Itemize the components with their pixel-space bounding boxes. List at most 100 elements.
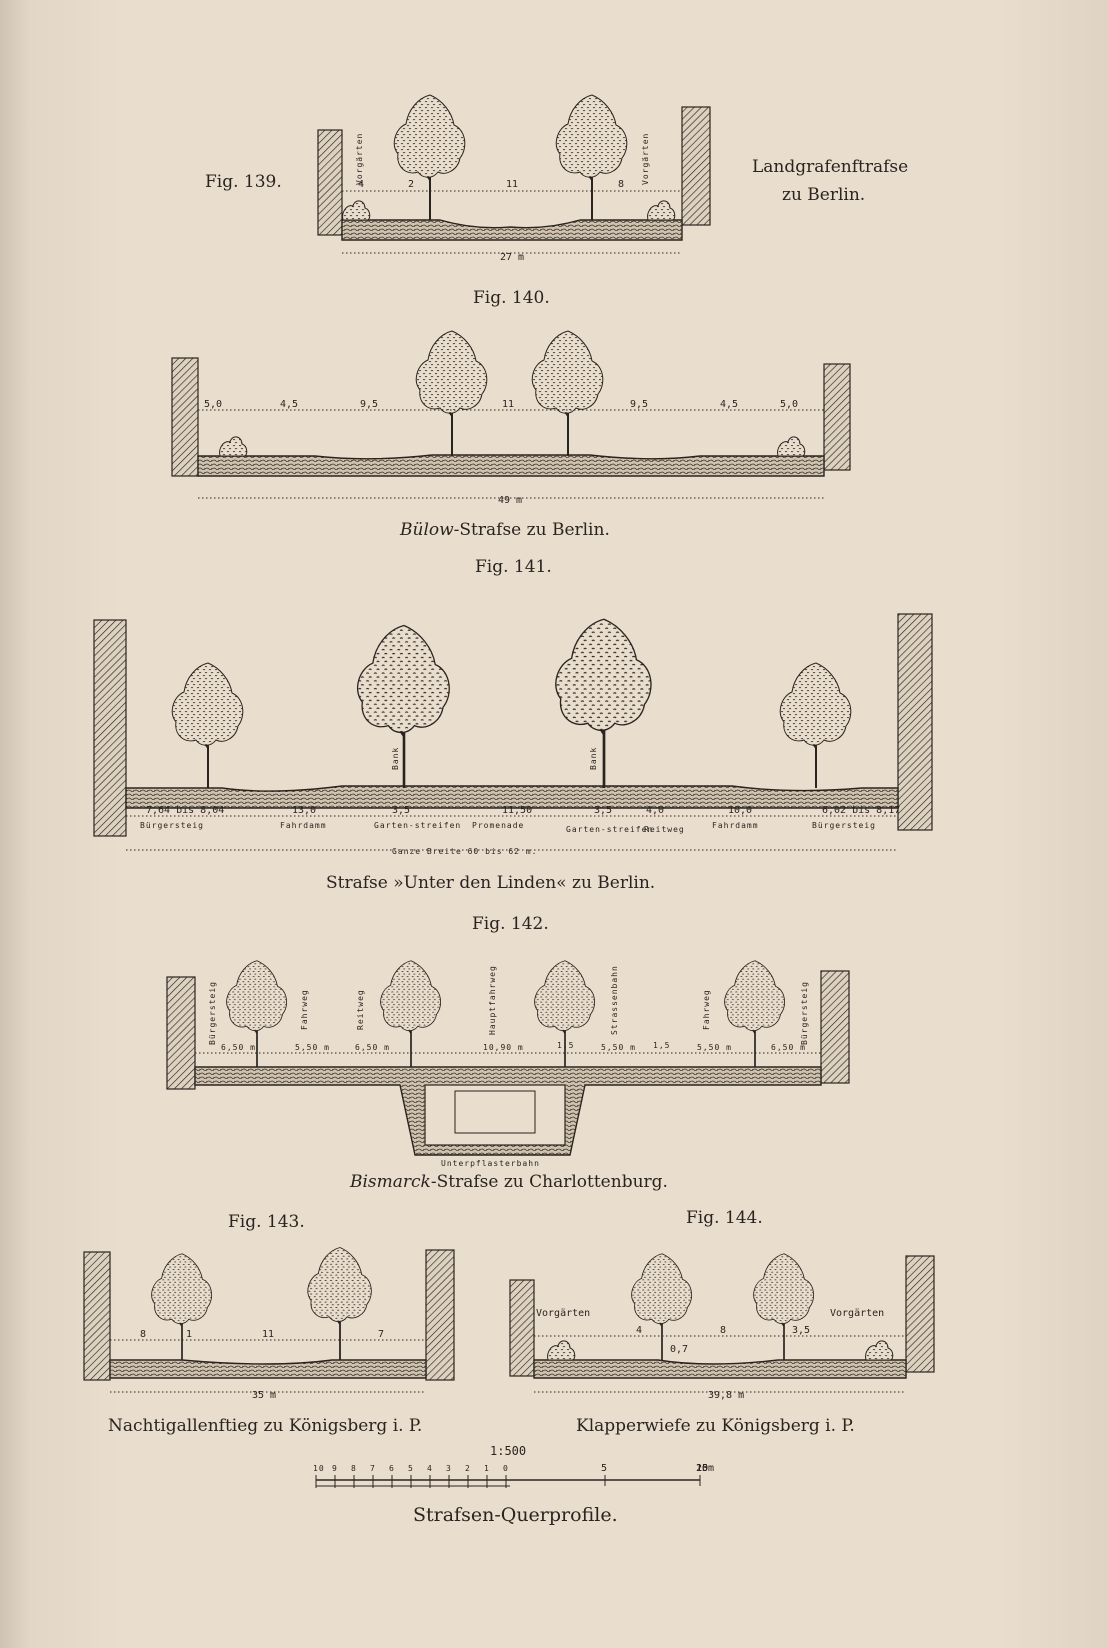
fig139-dim-4: 8: [618, 179, 624, 190]
fig139-shrub-right: [647, 200, 676, 221]
fig141-bench-left: Bank: [391, 747, 400, 770]
scale-label-left: 2: [465, 1464, 471, 1473]
fig142-dim-3: 6,50 m: [355, 1043, 390, 1052]
fig142-zone-1: Bürgersteig: [208, 981, 217, 1045]
page-title: Strafsen-Querprofile.: [413, 1504, 618, 1526]
fig141-zone-8: Bürgersteig: [812, 821, 876, 830]
fig141-wall-right: [897, 613, 933, 831]
fig144-dim-4: 0,7: [670, 1344, 688, 1355]
scale-label-right: 20m: [696, 1463, 714, 1474]
fig144-dim-2: 8: [720, 1325, 726, 1336]
fig141-dim-6: 4,0: [646, 805, 664, 816]
fig139-diagram: Vorgärten Vorgärten 4 2 11 8 27 m: [317, 94, 711, 263]
fig144-caption: Klapperwiefe zu Königsberg i. P.: [576, 1416, 855, 1436]
fig140-dim-7: 5,0: [780, 399, 798, 410]
fig139-tree-left: [393, 94, 466, 221]
fig140-tree-2: [531, 330, 604, 457]
fig142-zone-7: Bürgersteig: [800, 981, 809, 1045]
fig142-dim-5: 1,5: [557, 1041, 574, 1050]
fig142-number: Fig. 142.: [472, 914, 549, 934]
fig142-caption: Bismarck-Strafse zu Charlottenburg.: [350, 1172, 668, 1192]
fig140-diagram: 5,0 4,5 9,5 11 9,5 4,5 5,0 49 m: [171, 330, 851, 506]
scale-label-left: 5: [408, 1464, 414, 1473]
fig140-total: 49 m: [498, 495, 522, 506]
fig142-dim-1: 6,50 m: [221, 1043, 256, 1052]
fig141-dim-7: 10,0: [728, 805, 752, 816]
fig140-wall-right: [823, 363, 851, 471]
scale-label-left: 7: [370, 1464, 376, 1473]
fig143-tree-1: [150, 1252, 213, 1361]
fig142-caption-rest: -Strafse zu Charlottenburg.: [430, 1172, 668, 1192]
fig141-zone-5: Garten-streifen: [566, 825, 653, 834]
fig144-total: 39,8 m: [708, 1390, 744, 1401]
fig141-tree-4: [779, 662, 852, 789]
fig142-tree-3: [533, 959, 596, 1068]
fig142-zone-3: Reitweg: [356, 989, 365, 1030]
fig141-dim-4: 11,50: [502, 805, 532, 816]
scale-label-left: 9: [332, 1464, 338, 1473]
fig139-title-line2: zu Berlin.: [782, 185, 866, 205]
fig140-dim-1: 5,0: [204, 399, 222, 410]
fig144-wall-right: [905, 1255, 935, 1373]
fig139-label-left: Vorgärten: [355, 133, 364, 185]
fig141-zone-4: Promenade: [472, 821, 524, 830]
fig139-title-line1: Landgrafenftrafse: [752, 157, 909, 177]
fig141-dim-8: 6,02 bis 8,17: [822, 805, 900, 816]
fig142-dim-7: 1,5: [653, 1041, 670, 1050]
fig144-diagram: Vorgärten Vorgärten 4 8 3,5 0,7 39,8 m: [509, 1252, 935, 1401]
fig139-wall-left: [317, 129, 343, 236]
scale-label-left: 6: [389, 1464, 395, 1473]
fig143-ground: [109, 1359, 427, 1379]
fig141-caption: Strafse »Unter den Linden« zu Berlin.: [326, 873, 656, 893]
fig140-dim-2: 4,5: [280, 399, 298, 410]
fig142-wall-right: [820, 970, 850, 1084]
fig143-dim-2: 1: [186, 1329, 192, 1340]
fig144-shrub-left: [547, 1340, 576, 1361]
fig140-caption-rest: -Strafse zu Berlin.: [453, 520, 610, 540]
scale-label-left: 3: [446, 1464, 452, 1473]
fig139-dim-3: 11: [506, 179, 518, 190]
fig141-wall-left: [93, 619, 127, 837]
fig141-tree-1: [171, 662, 244, 789]
fig140-shrub-right: [777, 436, 806, 457]
fig139-total: 27 m: [500, 252, 524, 263]
fig141-zone-2: Fahrdamm: [280, 821, 327, 830]
fig142-tunnel-label: Unterpflasterbahn: [441, 1159, 540, 1168]
scale-label-left: 8: [351, 1464, 357, 1473]
fig141-dim-3: 3,5: [392, 805, 410, 816]
fig143-tree-2: [306, 1246, 373, 1361]
scale-label-right: 10: [696, 1463, 708, 1474]
fig142-dim-6: 5,50 m: [601, 1043, 636, 1052]
fig140-dim-3: 9,5: [360, 399, 378, 410]
fig143-number: Fig. 143.: [228, 1212, 305, 1232]
fig140-shrub-left: [219, 436, 248, 457]
fig142-tunnel: [424, 1084, 566, 1146]
fig139-tree-right: [555, 94, 628, 221]
fig141-ground: [125, 785, 899, 809]
fig144-number: Fig. 144.: [686, 1208, 763, 1228]
fig142-zone-2: Fahrweg: [300, 989, 309, 1030]
fig140-tree-1: [415, 330, 488, 457]
scale-label-left: 0: [503, 1464, 509, 1473]
fig141-bench-right: Bank: [589, 747, 598, 770]
fig143-caption: Nachtigallenftieg zu Königsberg i. P.: [108, 1416, 423, 1436]
fig141-tree-3: [554, 617, 653, 790]
fig142-tunnel-inner: [454, 1090, 536, 1134]
fig142-caption-italic: Bismarck: [350, 1172, 431, 1192]
fig141-zone-7: Fahrdamm: [712, 821, 759, 830]
fig139-label-right: Vorgärten: [641, 133, 650, 185]
fig141-dim-1: 7,64 bis 8,04: [146, 805, 224, 816]
fig142-diagram: Bürgersteig Fahrweg Reitweg Hauptfahrweg…: [166, 959, 850, 1168]
fig144-shrub-right: [865, 1340, 894, 1361]
scale-ratio: 1:500: [490, 1444, 527, 1458]
fig141-diagram: Bank Bank 7,64 bis 8,04 13,0 3,5 11,50 3…: [93, 613, 933, 856]
scale-label-left: 10: [313, 1464, 325, 1473]
scale-label-left: 1: [484, 1464, 490, 1473]
scale-label-right: 5: [601, 1463, 607, 1474]
fig139-number: Fig. 139.: [205, 172, 282, 192]
fig144-tree-2: [752, 1252, 815, 1361]
fig140-caption: Bülow-Strafse zu Berlin.: [400, 520, 610, 540]
fig140-dim-5: 9,5: [630, 399, 648, 410]
fig143-dim-3: 11: [262, 1329, 274, 1340]
